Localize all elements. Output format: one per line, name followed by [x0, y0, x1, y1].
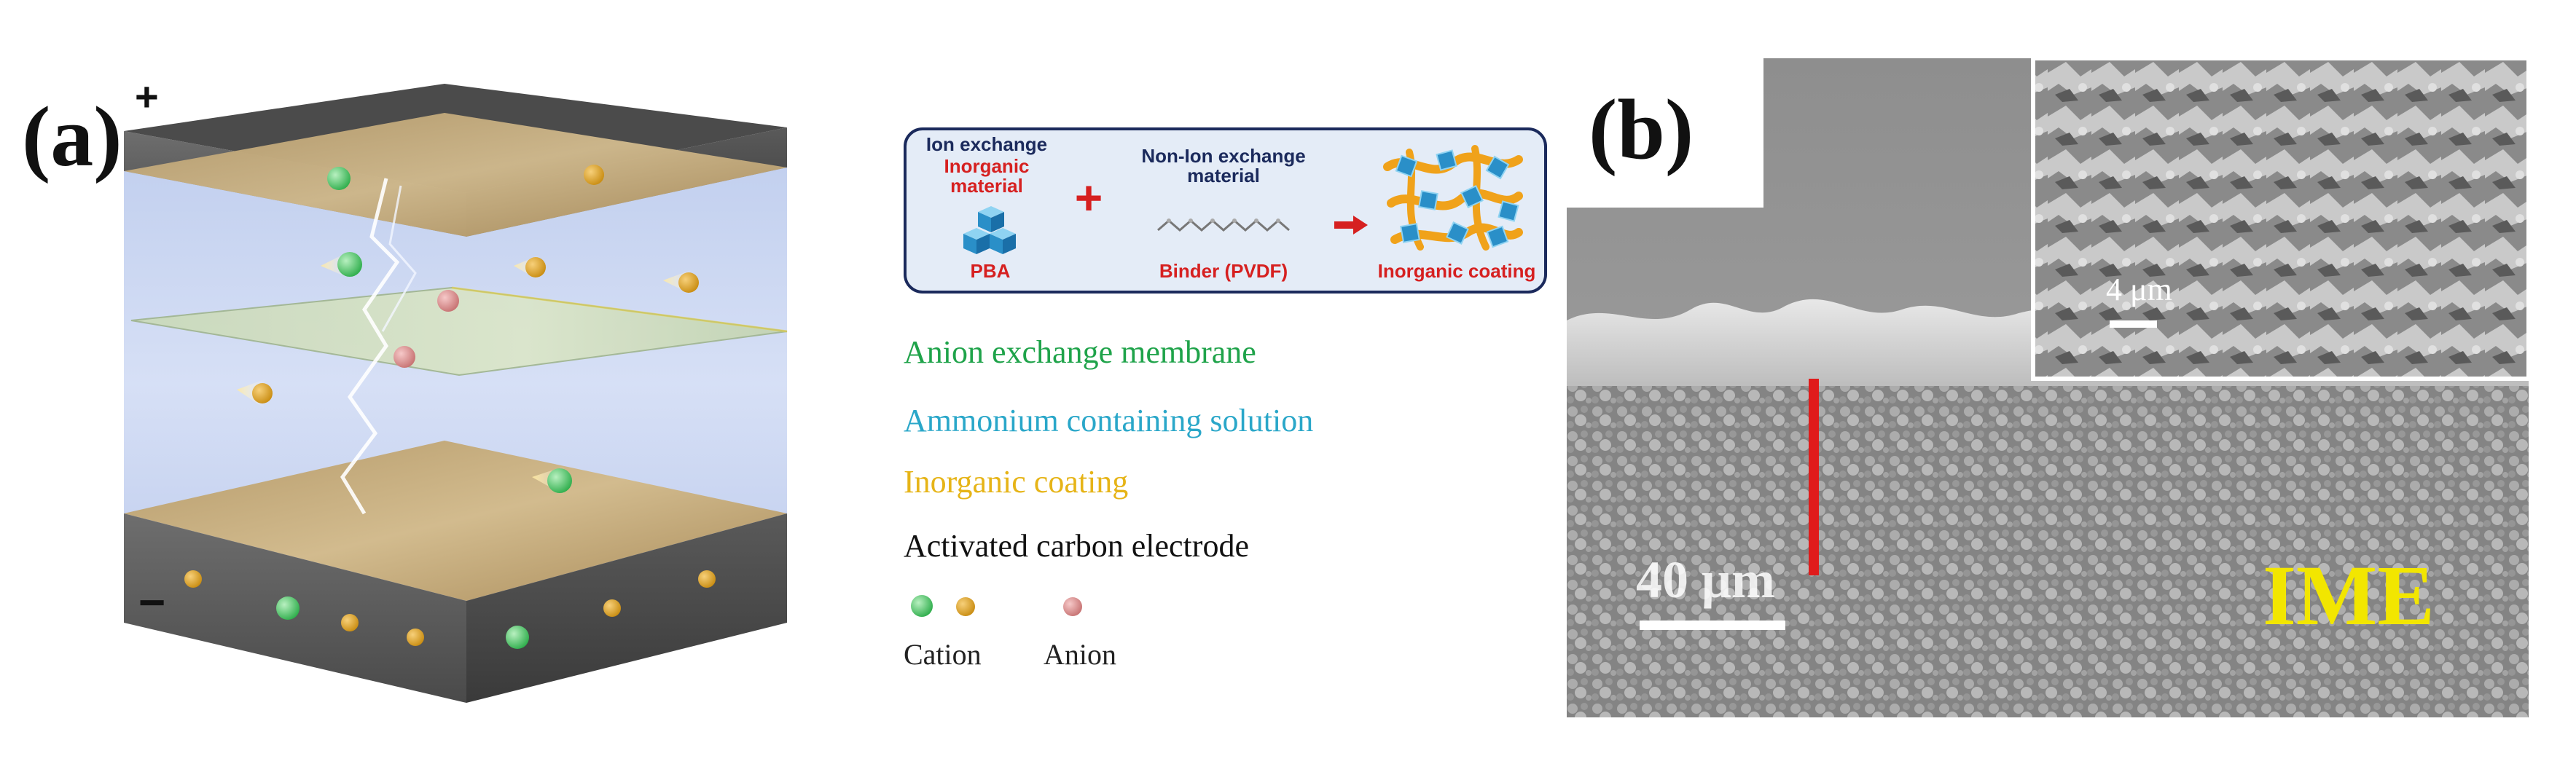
binder-label: Binder (PVDF) [1159, 260, 1288, 282]
legend-inorganic-coating: Inorganic coating [904, 464, 1129, 500]
inset-scale-label: 4 μm [2106, 272, 2172, 307]
scheme-box: Ion exchange Inorganic material PBA + No… [904, 127, 1547, 294]
legend-anion-exchange-membrane: Anion exchange membrane [904, 334, 1256, 370]
main-scale-label: 40 μm [1636, 551, 1775, 609]
anion-pink-ball-icon [1062, 596, 1084, 618]
panel-b-label: (b) [1589, 82, 1694, 177]
anion-label: Anion [1044, 638, 1116, 671]
legend-ammonium-solution: Ammonium containing solution [904, 403, 1314, 438]
pba-cubes-icon [956, 206, 1022, 257]
legend-activated-carbon-electrode: Activated carbon electrode [904, 528, 1249, 564]
cation-green-ball-icon [909, 594, 934, 618]
inorganic-coating-icon [1380, 138, 1526, 258]
panel-b-sem-image [1567, 58, 2529, 717]
arrow-icon [1333, 214, 1369, 236]
inorganic-material-label: Inorganic material [944, 155, 1030, 197]
negative-sign: − [138, 576, 166, 629]
cation-orange-ball-icon [955, 596, 976, 618]
pba-label: PBA [970, 260, 1011, 282]
ime-label: IME [2263, 548, 2435, 643]
plus-sign: + [1074, 170, 1103, 224]
pvdf-chain-icon [1154, 212, 1293, 241]
panel-a-label: (a) [22, 89, 122, 184]
positive-sign: + [135, 74, 159, 119]
non-ion-exchange-title: Non-Ion exchange material [1141, 145, 1306, 187]
inorganic-coating-label: Inorganic coating [1377, 260, 1536, 282]
panel-a-illustration [109, 69, 794, 710]
ion-exchange-title: Ion exchange [925, 133, 1048, 155]
cation-label: Cation [904, 638, 982, 671]
